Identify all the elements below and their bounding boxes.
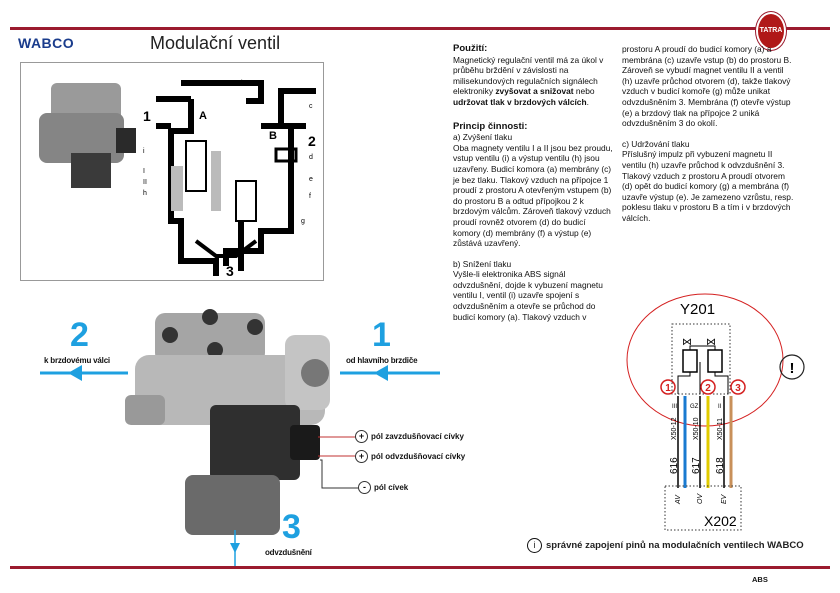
- text-run: .: [586, 96, 589, 107]
- section-a-body: Oba magnety ventilu I a II jsou bez prou…: [453, 142, 613, 249]
- label-f: f: [309, 193, 311, 200]
- pin-callout-vent: +pól odvzdušňovací cívky: [355, 450, 465, 463]
- pin-note: i správné zapojení pinů na modulačních v…: [527, 538, 804, 553]
- page-title: Modulační ventil: [150, 33, 281, 53]
- text-column-1: Použití: Magnetický regulační ventil má …: [453, 43, 615, 322]
- tatra-logo: TATRA: [756, 12, 786, 50]
- terminal-label: X50-10: [693, 417, 700, 440]
- component-label: Y201: [680, 301, 715, 318]
- figure-box: 1 2 3 A B a b c d e f g i I II h: [20, 62, 324, 281]
- label-d: d: [309, 154, 313, 161]
- pin-label: AV: [675, 494, 682, 505]
- mark: II: [718, 404, 722, 410]
- plus-icon: +: [355, 430, 368, 443]
- pin-label: EV: [721, 493, 728, 504]
- port-1-caption: od hlavního brzdiče: [346, 356, 418, 365]
- wiring-diagram: Y201 ⋈ ⋈ 1 2 3 III GZ II X50-12 X50-10 X…: [626, 293, 805, 531]
- section-c-body: Příslušný impulz při vybuzení magnetu II…: [622, 149, 794, 223]
- valve-photo-small: [31, 73, 141, 193]
- section-a-title: a) Zvýšení tlaku: [453, 132, 513, 143]
- pin-label: pól odvzdušňovací cívky: [371, 452, 466, 461]
- pin-callout-common: -pól cívek: [358, 481, 408, 494]
- pin-label: pól cívek: [374, 483, 409, 492]
- wire-number: 616: [669, 457, 680, 474]
- label-i: i: [143, 148, 145, 155]
- marker-1: 1: [665, 383, 671, 394]
- warning-icon: [779, 354, 805, 380]
- terminal-label: X50-11: [717, 418, 724, 440]
- text-run: nebo: [573, 86, 595, 97]
- valve-symbol-icon: ⋈: [682, 337, 692, 348]
- marker-2: 2: [705, 383, 711, 394]
- section-b-body-continued: prostoru A proudí do budicí komory (a) a…: [622, 44, 792, 129]
- port-1-label: 1: [143, 108, 151, 124]
- label-b: b: [241, 80, 245, 87]
- principle-heading: Princip činnosti:: [453, 120, 528, 132]
- info-icon: i: [527, 538, 542, 553]
- mark: GZ: [690, 404, 699, 410]
- footer-rule: [10, 566, 830, 569]
- label-a: a: [199, 80, 203, 87]
- connector-label: X202: [704, 513, 737, 529]
- wire-number: 618: [715, 457, 726, 474]
- section-c-title: c) Udržování tlaku: [622, 138, 690, 149]
- logo-text: TATRA: [759, 27, 783, 34]
- port-3-number: 3: [282, 508, 301, 546]
- valve-photo-large: [125, 309, 330, 535]
- mark: III: [672, 404, 677, 410]
- plus-icon: +: [355, 450, 368, 463]
- label-c: c: [309, 103, 313, 110]
- text-run: Magnetický regulační ventil má za úkol v…: [453, 54, 604, 97]
- wabco-logo: WABCO: [18, 35, 75, 51]
- label-h: h: [143, 190, 147, 197]
- port-2-caption: k brzdovému válci: [44, 356, 110, 365]
- port-2-number: 2: [70, 316, 89, 354]
- port-1-number: 1: [372, 316, 391, 354]
- section-b-body: Vyšle-li elektronika ABS signál odvzdušn…: [453, 269, 603, 322]
- label-e: e: [309, 176, 313, 183]
- cross-section-diagram: 1 2 3 A B a b c d e f g i I II h: [143, 80, 316, 276]
- section-label: ABS: [752, 575, 768, 584]
- minus-icon: -: [358, 481, 371, 494]
- pin-note-text: správné zapojení pinů na modulačních ven…: [546, 540, 804, 551]
- header-rule: [10, 27, 830, 30]
- chamber-b-label: B: [269, 130, 277, 142]
- use-heading: Použití:: [453, 43, 488, 54]
- text-column-2: prostoru A proudí do budicí komory (a) a…: [622, 44, 794, 224]
- section-b-title: b) Snížení tlaku: [453, 258, 512, 269]
- label-g: g: [301, 218, 305, 225]
- use-paragraph: Magnetický regulační ventil má za úkol v…: [453, 55, 615, 108]
- label-I: I: [143, 168, 145, 175]
- terminal-label: X50-12: [671, 417, 678, 440]
- pin-label: pól zavzdušňovací cívky: [371, 432, 464, 441]
- text-bold: udržovat tlak v brzdových válcích: [453, 96, 587, 107]
- wire-number: 617: [691, 457, 702, 474]
- port-3-label: 3: [226, 263, 234, 276]
- marker-3: 3: [735, 383, 741, 394]
- chamber-a-label: A: [199, 110, 207, 122]
- label-II: II: [143, 179, 147, 186]
- port-2-label: 2: [308, 133, 316, 149]
- port-3-caption: odvzdušnění: [265, 548, 312, 557]
- pin-label: OV: [697, 493, 704, 504]
- pin-callout-fill: +pól zavzdušňovací cívky: [355, 430, 464, 443]
- warning-mark: !: [790, 360, 795, 377]
- text-bold: zvyšovat a snižovat: [495, 86, 574, 97]
- valve-symbol-icon: ⋈: [706, 337, 716, 348]
